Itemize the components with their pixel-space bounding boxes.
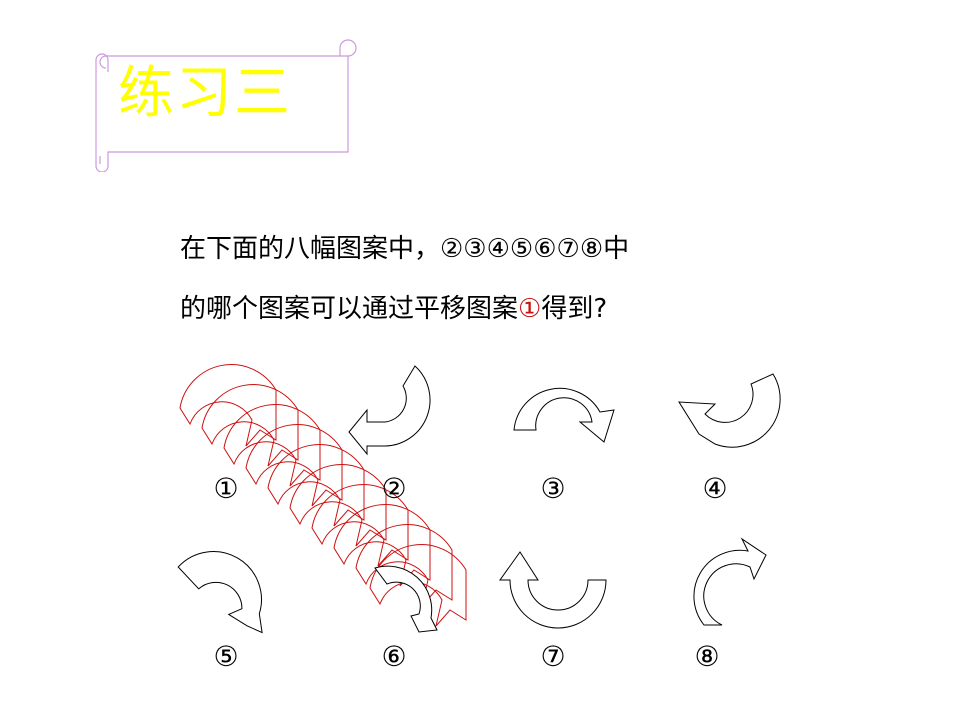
figure-1-translation-trail bbox=[179, 364, 467, 627]
question-text-after: 得到? bbox=[541, 294, 608, 324]
label-2: ② bbox=[381, 472, 407, 505]
figure-4-arrow bbox=[678, 373, 781, 448]
question-line-2: 的哪个图案可以通过平移图案①得到? bbox=[180, 288, 607, 325]
question-highlight: ① bbox=[518, 294, 542, 324]
figure-8-arrow bbox=[693, 537, 767, 626]
label-7: ⑦ bbox=[540, 640, 566, 673]
figure-3-arrow bbox=[513, 387, 615, 443]
question-text-before: 的哪个图案可以通过平移图案 bbox=[180, 294, 519, 324]
scroll-banner bbox=[95, 39, 357, 172]
figure-2-arrow bbox=[348, 365, 431, 456]
page-title: 练习三 bbox=[118, 61, 292, 126]
label-3: ③ bbox=[540, 472, 566, 505]
label-8: ⑧ bbox=[694, 640, 720, 673]
label-1: ① bbox=[213, 472, 239, 505]
question-line-1: 在下面的八幅图案中，②③④⑤⑥⑦⑧中 bbox=[180, 234, 630, 264]
figure-7-arrow bbox=[499, 551, 607, 629]
label-5: ⑤ bbox=[213, 640, 239, 673]
label-6: ⑥ bbox=[381, 640, 407, 673]
figure-5-arrow bbox=[177, 551, 263, 634]
label-4: ④ bbox=[702, 472, 728, 505]
figure-6-arrow bbox=[374, 565, 438, 633]
